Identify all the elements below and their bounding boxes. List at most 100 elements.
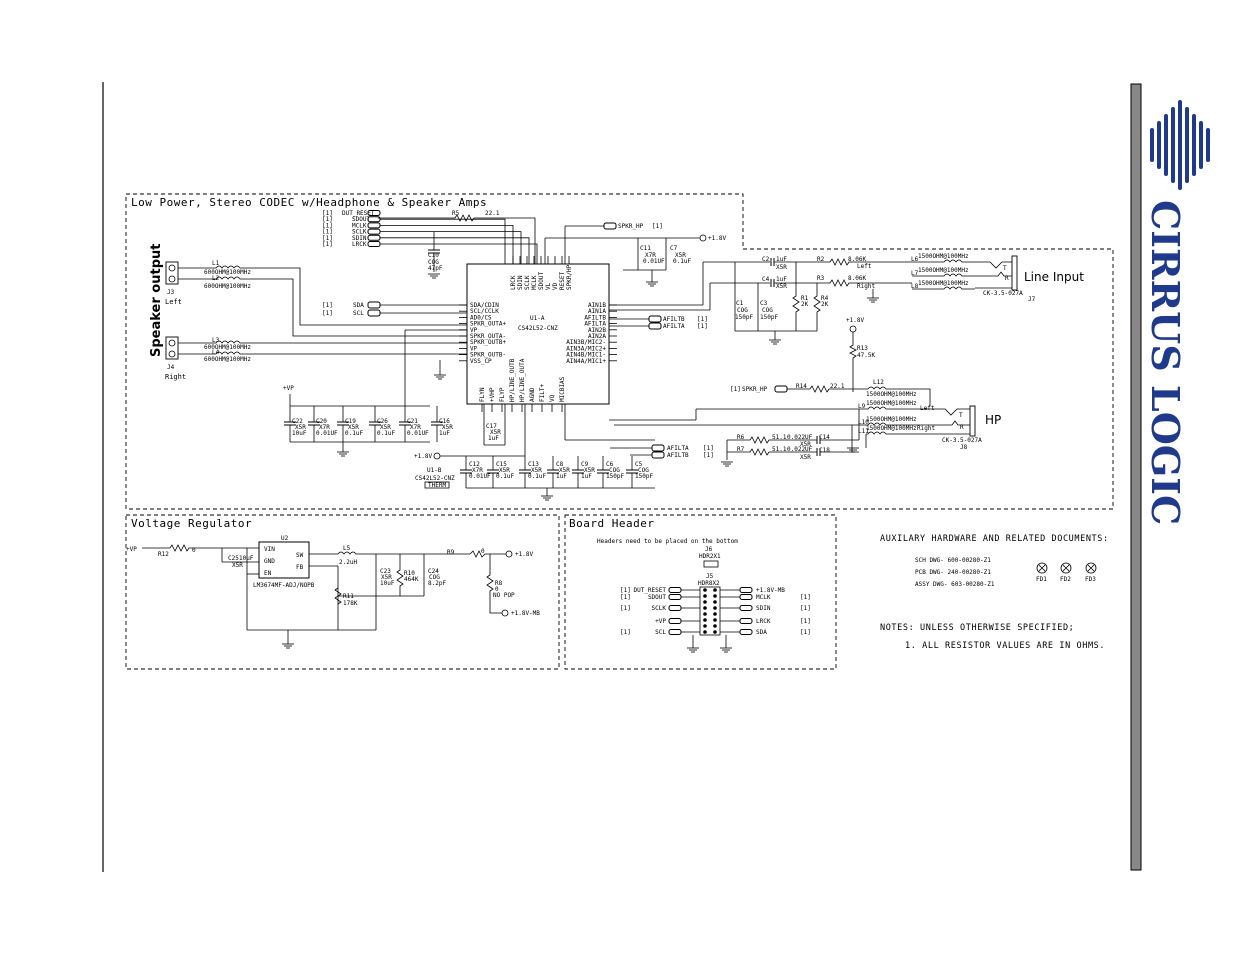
l12-inductor	[867, 386, 931, 406]
c3-type: COG	[762, 307, 773, 314]
spkr-hp-port	[603, 222, 617, 230]
ground-symbol	[337, 451, 349, 457]
j7-ref: J7	[1028, 296, 1036, 303]
j3-side-label: Left	[165, 298, 182, 306]
u1a-left-pin-label: SPKR_OUTA-	[470, 333, 506, 340]
u1a-left-pin-label: SCL/CCLK	[470, 308, 499, 315]
ferrite-ref: L8	[911, 283, 919, 290]
u1a-bottom-pin-label: +VHP	[489, 387, 496, 402]
sda-port	[367, 301, 381, 309]
signal-ref: [1]	[322, 241, 333, 248]
header-signal-port	[668, 629, 682, 635]
header-signal-port	[739, 594, 753, 600]
u1a-left-pin-label: SPKR_OUTA+	[470, 321, 507, 328]
cap-value: 0.1uF	[496, 473, 514, 480]
signal-ref: [1]	[322, 222, 333, 229]
r5-resistor	[378, 214, 536, 264]
vp-decoupling-caps: C22X5R10uFC20X7R0.01UFC19X5R0.1uFC26X5R0…	[284, 406, 453, 442]
header-right-label: SDIN	[756, 605, 771, 612]
header-signal-port	[739, 618, 753, 624]
ferrite-value: 1500OHM@100MHz	[918, 267, 969, 274]
ferrite-value: 1500OHM@100MHz	[866, 400, 917, 407]
digital-input-label: MCLK	[352, 222, 367, 229]
afilta-ref: [1]	[703, 445, 714, 452]
u2-part: LM3674MF-ADJ/NOPB	[253, 582, 315, 589]
logo-stripe	[1192, 114, 1196, 176]
plus-vp-label: +VP	[283, 385, 294, 392]
signal-ref: [1]	[322, 210, 333, 217]
r8-value: 0	[495, 586, 499, 593]
afiltb-label: AFILTB	[667, 452, 689, 459]
header-left-label: SCLK	[652, 605, 667, 612]
cap-type: X7R	[410, 424, 421, 431]
cap-value: 10uF	[292, 430, 307, 437]
afilta-ref: [1]	[697, 323, 708, 330]
u1a-top-pin-label: RESET	[559, 272, 566, 290]
header-left-label: SCL	[655, 629, 666, 636]
codec-section-title: Low Power, Stereo CODEC w/Headphone & Sp…	[131, 196, 487, 209]
plus-1v8-terminal	[849, 325, 857, 333]
cap-value: 0.1uF	[345, 430, 363, 437]
c1-ref: C1	[736, 300, 744, 307]
u1a-bottom-pin-label: VQ	[549, 394, 556, 402]
j8-ref: J8	[960, 444, 968, 451]
r7-value: 51.1	[772, 446, 787, 453]
r8-resistor	[486, 554, 502, 614]
header-right-label: +1.8V-MB	[756, 587, 785, 594]
c7-value: 0.1uF	[673, 258, 691, 265]
l3-value: 600OHM@100MHz	[204, 344, 251, 351]
cap-ref: C20	[316, 418, 327, 425]
c24-type: COG	[429, 574, 440, 581]
l4-ref: L4	[212, 349, 220, 356]
signal-wire	[380, 237, 530, 264]
l2-ref: L2	[212, 275, 220, 282]
afilta-port	[648, 322, 662, 330]
signal-port	[367, 241, 381, 247]
logo-stripe	[1157, 121, 1161, 169]
logo-stripe	[1150, 128, 1154, 162]
c1-type: COG	[737, 307, 748, 314]
ferrite-bead	[866, 422, 930, 426]
ground-symbol	[721, 461, 733, 467]
l5-ref: L5	[343, 545, 351, 552]
l12-value: 1500OHM@100MHz	[866, 391, 917, 398]
c2-ref: C2	[762, 256, 770, 263]
header-pin	[713, 618, 717, 622]
afilta-label: AFILTA	[663, 323, 685, 330]
fd2-label: FD2	[1060, 576, 1071, 583]
header-ref: [1]	[800, 618, 811, 625]
l5-inductor	[309, 551, 470, 555]
c2-type: X5R	[776, 264, 787, 271]
header-pin	[703, 612, 707, 616]
r14-value: 22.1	[830, 383, 845, 390]
u1a-right-pin-label: AIN3B/MIC2-	[566, 339, 606, 346]
header-ref: [1]	[620, 594, 631, 601]
cap-value: 1uF	[439, 430, 450, 437]
fiducial-fd1	[1036, 562, 1048, 574]
c18-value: 0.022UF	[787, 446, 813, 453]
l1-value: 600OHM@100MHz	[204, 269, 251, 276]
ferrite-bead	[912, 259, 975, 263]
j4-screw	[168, 350, 176, 358]
u1a-top-pin-label: MCLK	[531, 275, 538, 290]
u2-pin-en: EN	[264, 570, 272, 577]
c17-ref: C17	[486, 423, 497, 430]
u1a-chip	[466, 263, 610, 405]
ferrite-bead	[912, 286, 975, 290]
u1a-bottom-pin-label: FLYN	[479, 387, 486, 402]
c18-ref: C18	[819, 447, 830, 454]
c4-ref: C4	[762, 276, 770, 283]
u2-pin-sw: SW	[296, 552, 304, 559]
cap-type: COG	[638, 467, 649, 474]
header-pin	[703, 600, 707, 604]
u1b-thermal-label: THERM	[428, 482, 446, 489]
header-pin	[713, 612, 717, 616]
r8-ref: R8	[495, 580, 503, 587]
cap-type: X5R	[584, 467, 595, 474]
header-right-label: LRCK	[756, 618, 771, 625]
plus-1v8-mb-label: +1.8V-MB	[511, 610, 540, 617]
cap-value: 0.01UF	[407, 430, 429, 437]
logo-stripe	[1185, 107, 1189, 183]
u1a-left-pin-label: SDA/CDIN	[470, 302, 499, 309]
r5-ref: R5	[452, 210, 460, 217]
